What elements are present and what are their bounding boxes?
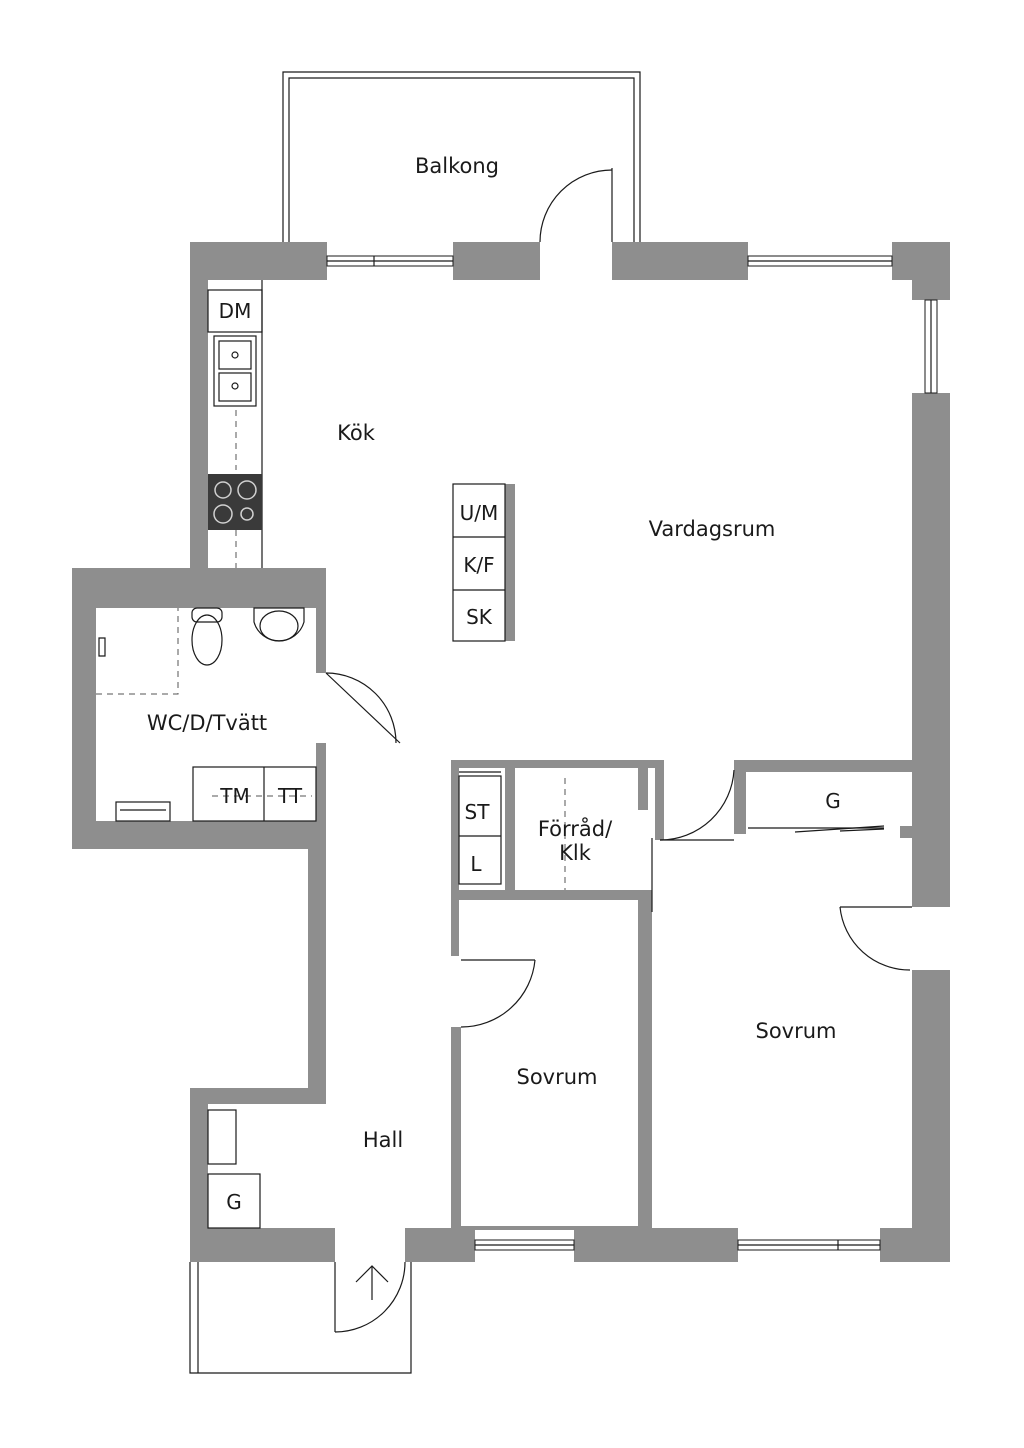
fixture-label-g-hall: G <box>226 1190 242 1214</box>
room-label-vardagsrum: Vardagsrum <box>649 517 776 541</box>
walls <box>72 242 950 1262</box>
fixture-label-tt: TT <box>277 784 303 808</box>
fixture-labels: DM U/M K/F SK TM TT ST L G G <box>219 299 841 1214</box>
room-label-forrad-2: Klk <box>559 841 592 865</box>
bathroom-fixtures <box>96 607 317 822</box>
kitchen-counter <box>207 280 263 568</box>
kitchen-island <box>452 483 515 642</box>
room-label-forrad-1: Förråd/ <box>538 816 613 841</box>
doors <box>325 168 912 1333</box>
room-label-wc: WC/D/Tvätt <box>147 711 267 735</box>
storage-fixtures <box>458 771 885 890</box>
hall-fixtures <box>207 1109 261 1229</box>
windows <box>326 255 938 1251</box>
room-labels: Balkong Kök Vardagsrum WC/D/Tvätt Förråd… <box>147 154 837 1152</box>
room-label-balkong: Balkong <box>415 154 499 178</box>
fixture-label-tm: TM <box>219 784 249 808</box>
fixture-label-st: ST <box>465 800 491 824</box>
fixture-label-sk: SK <box>466 605 493 629</box>
room-label-hall: Hall <box>363 1128 403 1152</box>
room-label-sovrum-small: Sovrum <box>516 1065 597 1089</box>
room-label-kok: Kök <box>337 421 376 445</box>
fixture-label-kf: K/F <box>463 553 494 577</box>
fixture-label-um: U/M <box>460 501 499 525</box>
balcony <box>282 71 641 242</box>
fixture-label-g-bedroom: G <box>825 789 841 813</box>
room-label-sovrum-large: Sovrum <box>755 1019 836 1043</box>
stove-icon <box>208 474 262 530</box>
entrance-porch <box>189 1262 412 1374</box>
fixture-label-dm: DM <box>219 299 252 323</box>
fixture-label-l: L <box>470 852 482 876</box>
